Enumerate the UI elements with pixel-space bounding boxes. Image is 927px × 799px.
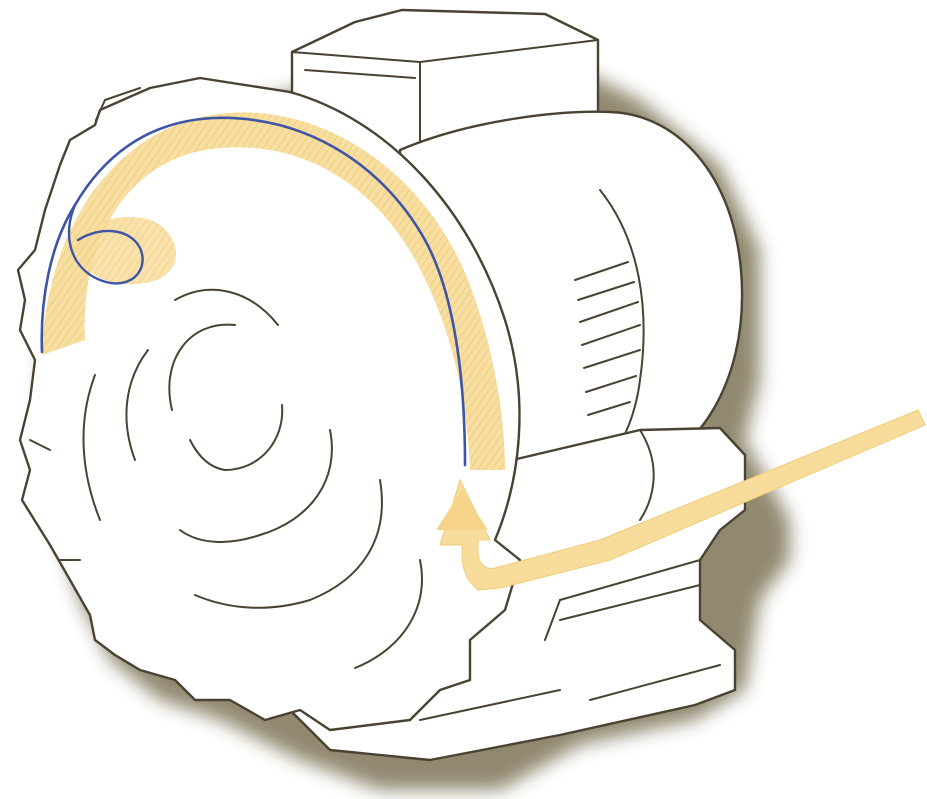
blower-illustration	[0, 0, 927, 799]
blower-diagram	[0, 0, 927, 799]
